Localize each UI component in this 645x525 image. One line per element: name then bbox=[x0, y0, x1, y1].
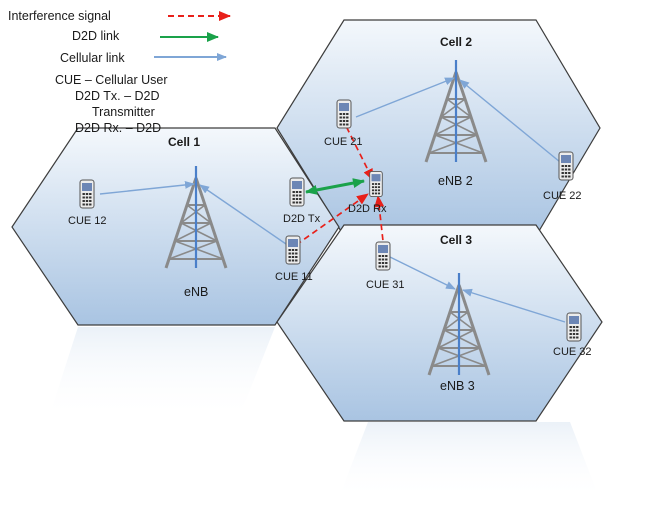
legend: Interference signal D2D link Cellular li… bbox=[8, 9, 231, 135]
cellular-link-cue32 bbox=[462, 288, 566, 323]
cue-32-phone-icon[interactable] bbox=[566, 312, 582, 342]
legend-note-2: D2D Tx. – D2D bbox=[75, 89, 160, 103]
d2d-tx-label: D2D Tx bbox=[283, 213, 321, 225]
cellular-link-cue21 bbox=[355, 77, 455, 118]
cue-31-label: CUE 31 bbox=[366, 279, 405, 291]
d2d-rx-label: D2D Rx bbox=[348, 203, 387, 215]
d2d-rx-phone-icon[interactable] bbox=[369, 170, 383, 198]
legend-note-1: CUE – Cellular User bbox=[55, 73, 168, 87]
cue-21-phone-icon[interactable] bbox=[336, 99, 352, 129]
cue-31-phone-icon[interactable] bbox=[375, 241, 391, 271]
cue-22-label: CUE 22 bbox=[543, 190, 582, 202]
cellular-link-cue11 bbox=[199, 184, 287, 245]
cue-21-label: CUE 21 bbox=[324, 136, 363, 148]
cell-3-hexagon bbox=[276, 224, 603, 422]
cue-22-phone-icon[interactable] bbox=[558, 151, 574, 181]
cell-2-title: Cell 2 bbox=[440, 35, 472, 49]
cue-12-phone-icon[interactable] bbox=[79, 179, 95, 209]
cellular-link-cue12 bbox=[99, 180, 195, 195]
cue-12-label: CUE 12 bbox=[68, 215, 107, 227]
cellular-link-cue22 bbox=[459, 79, 561, 163]
interference-cue11-to-rx bbox=[295, 193, 369, 246]
d2d-tx-phone-icon[interactable] bbox=[289, 177, 305, 207]
legend-d2d-label: D2D link bbox=[72, 29, 120, 43]
cue-11-label: CUE 11 bbox=[275, 271, 313, 283]
cue-11-phone-icon[interactable] bbox=[285, 235, 301, 265]
enb-2-label: eNB 2 bbox=[438, 174, 473, 188]
cell-3-title: Cell 3 bbox=[440, 233, 472, 247]
legend-note-3: Transmitter bbox=[92, 105, 155, 119]
enb-3-label: eNB 3 bbox=[440, 379, 475, 393]
cellular-link-cue31 bbox=[389, 256, 456, 290]
legend-cellular-label: Cellular link bbox=[60, 51, 125, 65]
interference-cue31-to-rx bbox=[374, 195, 385, 251]
legend-interference-label: Interference signal bbox=[8, 9, 111, 23]
d2d-link-line bbox=[305, 178, 365, 195]
cell-1-title: Cell 1 bbox=[168, 135, 200, 149]
cell-1-hexagon bbox=[11, 127, 340, 326]
legend-note-4: D2D Rx. – D2D bbox=[75, 121, 161, 135]
cue-32-label: CUE 32 bbox=[553, 346, 592, 358]
enb-1-label: eNB bbox=[184, 285, 208, 299]
cell-reflections bbox=[48, 327, 600, 500]
